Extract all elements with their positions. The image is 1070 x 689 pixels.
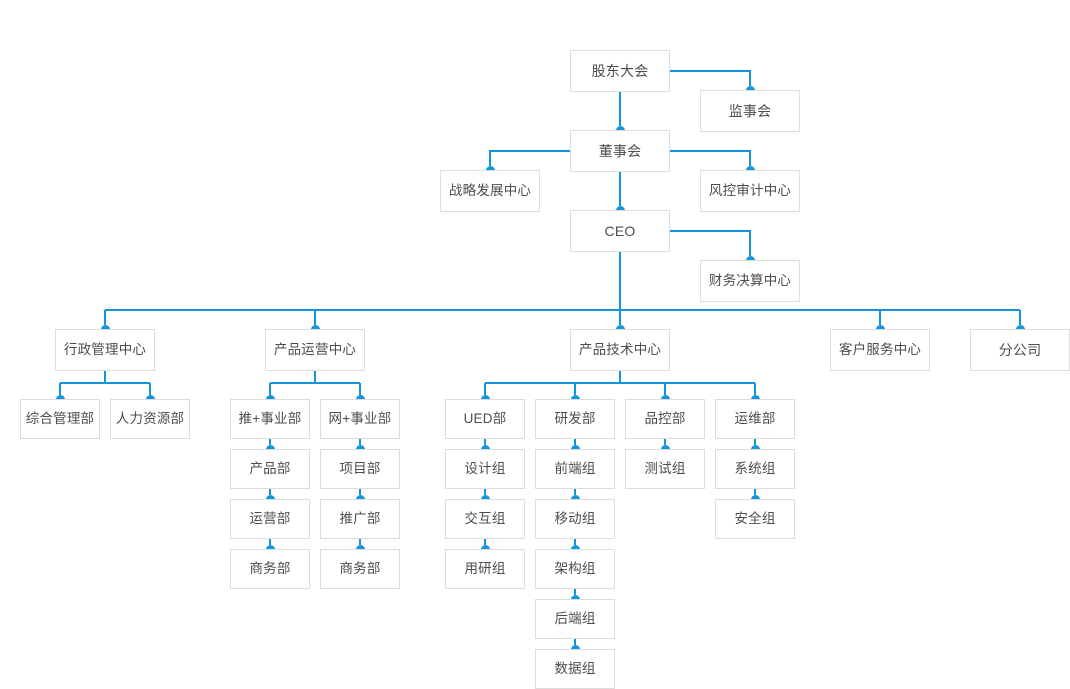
node-shareholders-meeting[interactable]: 股东大会 [570,50,670,92]
node-product-dept[interactable]: 产品部 [230,449,310,489]
node-promotion-dept[interactable]: 推广部 [320,499,400,539]
node-finance-settlement-center[interactable]: 财务决算中心 [700,260,800,302]
node-system-group[interactable]: 系统组 [715,449,795,489]
node-interaction-group[interactable]: 交互组 [445,499,525,539]
node-user-research-group[interactable]: 用研组 [445,549,525,589]
node-ued-dept[interactable]: UED部 [445,399,525,439]
node-rd-dept[interactable]: 研发部 [535,399,615,439]
node-tui-plus-business-unit[interactable]: 推+事业部 [230,399,310,439]
edge-board-riskaudit [670,150,751,166]
node-operations-maintenance-dept[interactable]: 运维部 [715,399,795,439]
node-mobile-group[interactable]: 移动组 [535,499,615,539]
node-data-group[interactable]: 数据组 [535,649,615,689]
node-backend-group[interactable]: 后端组 [535,599,615,639]
edge-shareholders-supervisory [670,70,751,86]
node-architecture-group[interactable]: 架构组 [535,549,615,589]
node-operation-dept[interactable]: 运营部 [230,499,310,539]
node-business-dept-tui[interactable]: 商务部 [230,549,310,589]
node-design-group[interactable]: 设计组 [445,449,525,489]
node-human-resources-dept[interactable]: 人力资源部 [110,399,190,439]
edge-board-strategy [489,150,570,166]
node-frontend-group[interactable]: 前端组 [535,449,615,489]
node-product-operations-center[interactable]: 产品运营中心 [265,329,365,371]
node-strategy-development-center[interactable]: 战略发展中心 [440,170,540,212]
node-wang-plus-business-unit[interactable]: 网+事业部 [320,399,400,439]
node-project-dept[interactable]: 项目部 [320,449,400,489]
node-business-dept-wang[interactable]: 商务部 [320,549,400,589]
node-risk-audit-center[interactable]: 风控审计中心 [700,170,800,212]
node-admin-management-center[interactable]: 行政管理中心 [55,329,155,371]
node-product-technology-center[interactable]: 产品技术中心 [570,329,670,371]
node-board-of-directors[interactable]: 董事会 [570,130,670,172]
edge-ceo-finance [670,230,751,256]
node-general-management-dept[interactable]: 综合管理部 [20,399,100,439]
node-ceo[interactable]: CEO [570,210,670,252]
node-branch-company[interactable]: 分公司 [970,329,1070,371]
node-customer-service-center[interactable]: 客户服务中心 [830,329,930,371]
node-quality-control-dept[interactable]: 品控部 [625,399,705,439]
node-test-group[interactable]: 测试组 [625,449,705,489]
node-supervisory-board[interactable]: 监事会 [700,90,800,132]
node-security-group[interactable]: 安全组 [715,499,795,539]
